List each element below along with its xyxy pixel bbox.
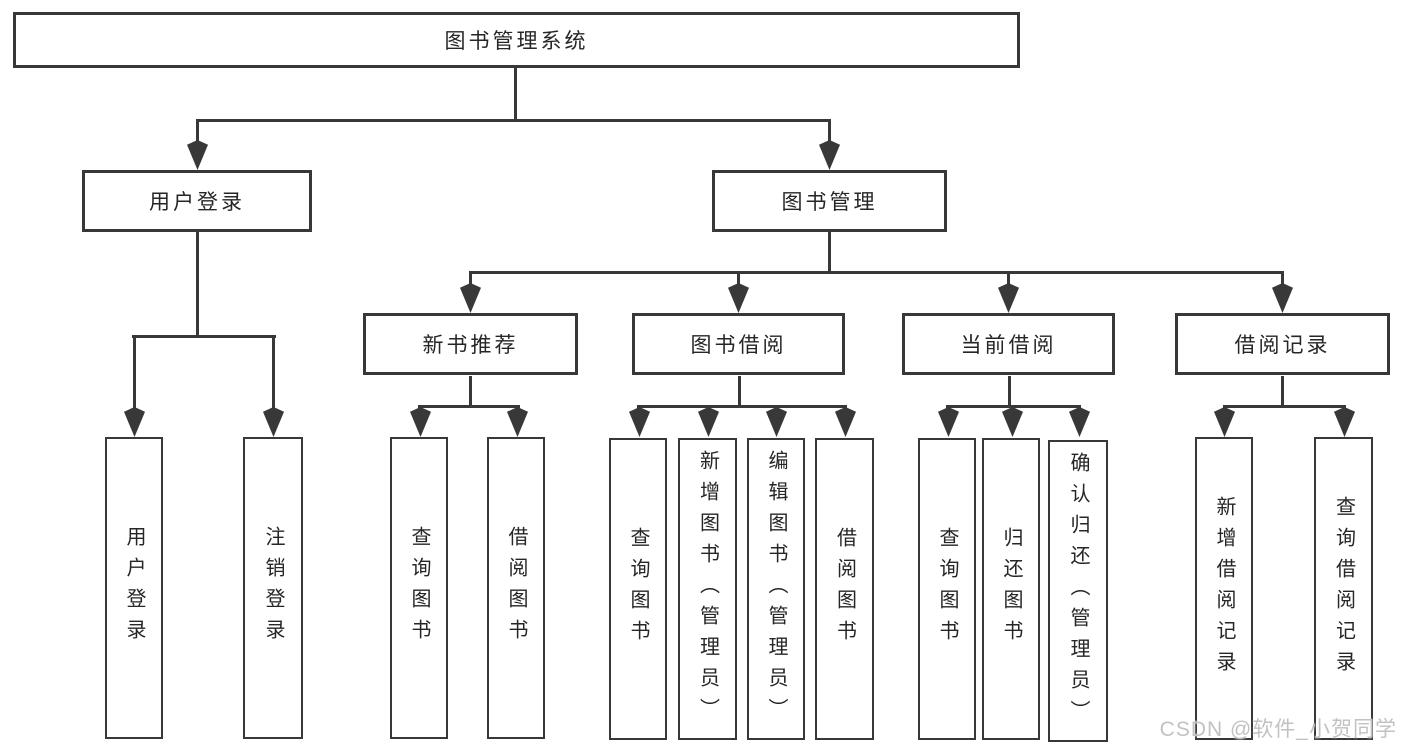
leaf-logout-label: 注销登录 — [262, 526, 284, 650]
node-new-book-recommend: 新书推荐 — [363, 313, 578, 375]
arrowhead-recommend-leaf2 — [507, 407, 528, 437]
connector-leaf-login1-shaft — [133, 335, 136, 409]
node-user-login-label: 用户登录 — [149, 191, 245, 214]
leaf-user-login: 用户登录 — [105, 437, 163, 739]
connector-recommend-rail — [418, 405, 520, 408]
leaf-borrow-add-books-admin-label: 新增图书（管理员） — [696, 449, 719, 729]
connector-login-stem — [196, 232, 199, 338]
connector-l3-records-shaft — [1281, 271, 1284, 285]
node-current-borrow: 当前借阅 — [902, 313, 1115, 375]
arrowhead-l3-borrow — [728, 283, 749, 313]
leaf-borrow-query-books: 查询图书 — [609, 438, 667, 740]
arrowhead-current-leaf1 — [938, 407, 959, 437]
arrowhead-book-mgmt — [819, 140, 840, 170]
leaf-current-return-books: 归还图书 — [982, 438, 1040, 740]
node-new-book-recommend-label: 新书推荐 — [422, 334, 519, 357]
arrowhead-borrow-leaf4 — [835, 407, 856, 437]
arrowhead-user-login — [187, 140, 208, 170]
connector-book-mgmt-shaft — [828, 119, 831, 145]
leaf-records-add-record-label: 新增借阅记录 — [1213, 495, 1235, 682]
leaf-borrow-add-books-admin: 新增图书（管理员） — [678, 438, 737, 740]
connector-user-login-shaft — [196, 119, 199, 145]
node-book-borrow-label: 图书借阅 — [690, 334, 787, 357]
connector-l3-current-shaft — [1007, 271, 1010, 285]
leaf-borrow-query-books-label: 查询图书 — [627, 527, 649, 651]
connector-leaf-login2-shaft — [272, 335, 275, 409]
leaf-user-login-label: 用户登录 — [123, 526, 145, 650]
connector-current-stem — [1008, 376, 1011, 408]
connector-records-rail — [1223, 405, 1346, 408]
arrowhead-records-leaf2 — [1334, 407, 1355, 437]
connector-recommend-stem — [469, 376, 472, 408]
connector-records-stem — [1281, 376, 1284, 408]
leaf-borrow-edit-books-admin-label: 编辑图书（管理员） — [765, 449, 787, 729]
leaf-current-query-books-label: 查询图书 — [936, 527, 958, 651]
connector-root-rail — [196, 119, 830, 122]
connector-l3-borrow-shaft — [737, 271, 740, 285]
arrowhead-l3-current — [998, 283, 1019, 313]
arrowhead-borrow-leaf2 — [698, 407, 719, 437]
arrowhead-borrow-leaf3 — [766, 407, 787, 437]
node-root-label: 图书管理系统 — [444, 30, 589, 53]
arrowhead-borrow-leaf1 — [629, 407, 650, 437]
leaf-recommend-query-books-label: 查询图书 — [408, 526, 430, 650]
arrowhead-records-leaf1 — [1214, 407, 1235, 437]
arrowhead-l3-recommend — [460, 283, 481, 313]
leaf-records-add-record: 新增借阅记录 — [1195, 437, 1253, 740]
leaf-logout: 注销登录 — [243, 437, 303, 739]
leaf-borrow-edit-books-admin: 编辑图书（管理员） — [747, 438, 805, 740]
leaf-current-confirm-return-admin-label: 确认归还（管理员） — [1067, 451, 1089, 731]
node-user-login: 用户登录 — [82, 170, 312, 232]
leaf-current-return-books-label: 归还图书 — [1000, 527, 1022, 651]
node-book-management-label: 图书管理 — [781, 191, 878, 214]
leaf-records-query-record-label: 查询借阅记录 — [1332, 495, 1355, 682]
csdn-watermark: CSDN @软件_小贺同学 — [1159, 718, 1397, 741]
arrowhead-l3-records — [1272, 283, 1293, 313]
leaf-records-query-record: 查询借阅记录 — [1314, 437, 1373, 740]
node-borrow-records-label: 借阅记录 — [1234, 334, 1331, 357]
node-book-borrow: 图书借阅 — [632, 313, 845, 375]
leaf-recommend-query-books: 查询图书 — [390, 437, 448, 739]
leaf-borrow-borrow-books-label: 借阅图书 — [833, 527, 856, 651]
arrowhead-current-leaf3 — [1069, 407, 1090, 437]
connector-mgmt-rail — [469, 271, 1284, 274]
connector-login-rail — [132, 335, 276, 338]
leaf-borrow-borrow-books: 借阅图书 — [815, 438, 874, 740]
arrowhead-leaf-login1 — [124, 407, 145, 437]
arrowhead-leaf-login2 — [263, 407, 284, 437]
arrowhead-recommend-leaf1 — [410, 407, 431, 437]
leaf-current-confirm-return-admin: 确认归还（管理员） — [1048, 440, 1108, 742]
connector-current-rail — [946, 405, 1081, 408]
node-book-management: 图书管理 — [712, 170, 947, 232]
connector-borrow-stem — [738, 376, 741, 408]
connector-borrow-rail — [637, 405, 847, 408]
leaf-recommend-borrow-books: 借阅图书 — [487, 437, 545, 739]
node-borrow-records: 借阅记录 — [1175, 313, 1390, 375]
node-current-borrow-label: 当前借阅 — [960, 334, 1057, 357]
leaf-recommend-borrow-books-label: 借阅图书 — [505, 526, 527, 650]
connector-l3-recommend-shaft — [469, 271, 472, 285]
node-root: 图书管理系统 — [13, 12, 1020, 68]
connector-root-stem — [514, 68, 517, 121]
leaf-current-query-books: 查询图书 — [918, 438, 976, 740]
connector-mgmt-stem — [828, 232, 831, 274]
arrowhead-current-leaf2 — [1002, 407, 1023, 437]
